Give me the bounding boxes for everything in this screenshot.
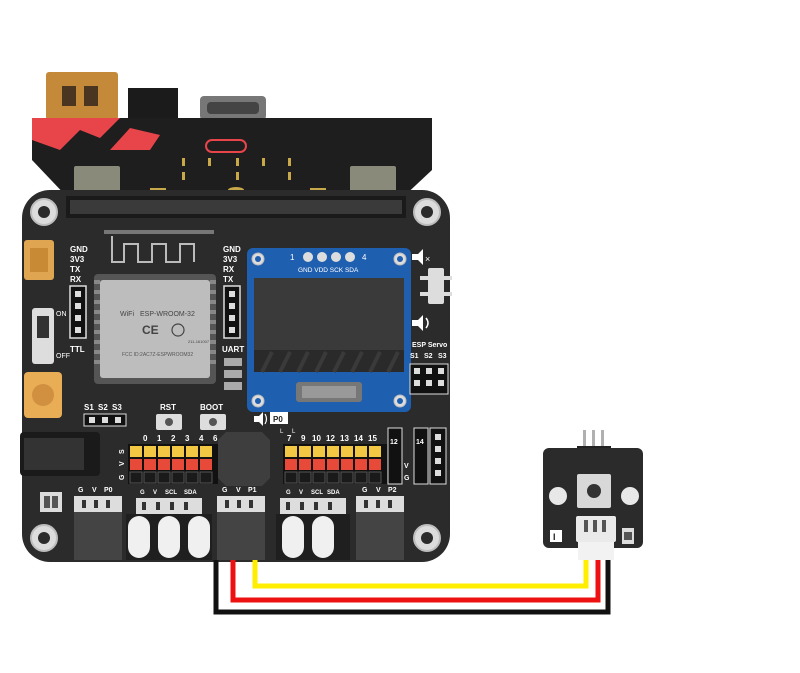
l-label: L: [292, 429, 296, 435]
p0-label: P0: [273, 415, 283, 424]
wire-black: [213, 560, 611, 615]
pin-number: 10: [312, 434, 321, 443]
i2c-label: SDA: [184, 490, 197, 496]
i2c-label: G: [140, 490, 145, 496]
module-name: ESP-WROOM-32: [140, 311, 195, 318]
right-header-label: 3V3: [223, 255, 238, 264]
i2c-label: V: [299, 490, 303, 496]
port-p1: G V P1: [217, 487, 265, 560]
pin-number: 6: [213, 434, 218, 443]
l-label: L: [280, 429, 284, 435]
right-header-label: RX: [223, 265, 235, 274]
expansion-board: ON OFF GND 3V3 TX RX TTL WiFi ESP-WROOM-…: [20, 190, 452, 562]
speaker-mute-icon: ×: [412, 249, 430, 265]
i2c-port-left: G V SCL SDA: [126, 490, 212, 560]
p0-speaker-icon: [254, 412, 268, 426]
gpio-block-left: 0 1 2 3 4 6 G V S: [119, 434, 218, 484]
left-header-label: GND: [70, 245, 88, 254]
ttl-header: GND 3V3 TX RX TTL: [69, 245, 88, 354]
wire-yellow: [252, 560, 589, 589]
servo-header: [409, 363, 449, 395]
i2c-label: G: [286, 490, 291, 496]
oled-pin-labels: GND VDD SCK SDA: [298, 267, 359, 274]
i2c-label: SCL: [165, 490, 177, 496]
oled-display: 1 4 GND VDD SCK SDA: [247, 248, 411, 412]
right-header-label: GND: [223, 245, 241, 254]
side-gv-label: G: [404, 475, 410, 482]
port-label: P0: [104, 487, 113, 494]
wires: [213, 560, 611, 615]
pin-number: 13: [340, 434, 349, 443]
left-header-label: RX: [70, 275, 82, 284]
button-module: I: [543, 430, 643, 560]
port-label: P2: [388, 487, 397, 494]
port-label: G: [222, 487, 228, 494]
boot-label: BOOT: [200, 403, 223, 412]
uart-label: UART: [222, 345, 244, 354]
side-pin-14: 14: [416, 439, 424, 446]
wifi-logo: WiFi: [120, 311, 134, 318]
port-p2: G V P2: [356, 487, 404, 560]
pin-number: 9: [301, 434, 306, 443]
servo-pin: S2: [424, 353, 433, 360]
microbit: [32, 118, 432, 200]
row-label: V: [119, 461, 126, 466]
pin-number: 14: [354, 434, 363, 443]
port-label: G: [78, 487, 84, 494]
s-label: S1: [84, 403, 94, 412]
switch-on-label: ON: [56, 311, 67, 318]
row-label: G: [119, 474, 126, 480]
pin-number: 3: [185, 434, 190, 443]
buzzer-component: [420, 268, 452, 304]
switch-off-label: OFF: [56, 353, 70, 360]
module-code: 211-161007: [188, 339, 210, 344]
pin-number: 7: [287, 434, 292, 443]
i2c-label: V: [153, 490, 157, 496]
s-label: S2: [98, 403, 108, 412]
microbit-connectors: [46, 72, 266, 120]
pin-number: 15: [368, 434, 377, 443]
servo-pin: S1: [410, 353, 419, 360]
svg-text:×: ×: [425, 254, 430, 264]
oled-pin-4: 4: [362, 253, 367, 262]
side-pin-12: 12: [390, 439, 398, 446]
side-gv-label: V: [404, 463, 409, 470]
esp-servo-label: ESP Servo: [412, 342, 447, 349]
port-label: G: [362, 487, 368, 494]
ttl-label: TTL: [70, 345, 85, 354]
speaker-icon: [412, 315, 429, 331]
i2c-label: SDA: [327, 490, 340, 496]
port-label: P1: [248, 487, 257, 494]
wire-red: [230, 560, 601, 603]
left-header-label: TX: [70, 265, 81, 274]
ce-mark: CE: [142, 323, 159, 337]
row-label: S: [119, 449, 126, 454]
rst-label: RST: [160, 403, 176, 412]
port-p0: G V P0: [74, 487, 122, 560]
left-header-label: 3V3: [70, 255, 85, 264]
port-label: V: [236, 487, 241, 494]
servo-pin: S3: [438, 353, 447, 360]
right-header-label: TX: [223, 275, 234, 284]
pin-number: 12: [326, 434, 335, 443]
port-label: V: [376, 487, 381, 494]
module-fcc: FCC ID:2AC7Z-ESPWROOM32: [122, 352, 193, 358]
s-label: S3: [112, 403, 122, 412]
button-module-label: I: [553, 532, 556, 542]
esp-wroom-32-module: WiFi ESP-WROOM-32 CE 211-161007 FCC ID:2…: [94, 274, 216, 384]
pin-number: 1: [157, 434, 162, 443]
i2c-label: SCL: [311, 490, 323, 496]
pin-number: 4: [199, 434, 204, 443]
i2c-port-right: G V SCL SDA: [276, 490, 350, 560]
oled-pin-1: 1: [290, 253, 295, 262]
port-label: V: [92, 487, 97, 494]
pin-number: 2: [171, 434, 176, 443]
gpio-block-right: 7 9 10 12 13 14 15 12 14 G V: [283, 427, 447, 485]
pin-number: 0: [143, 434, 148, 443]
uart-header: GND 3V3 RX TX UART: [222, 245, 244, 390]
